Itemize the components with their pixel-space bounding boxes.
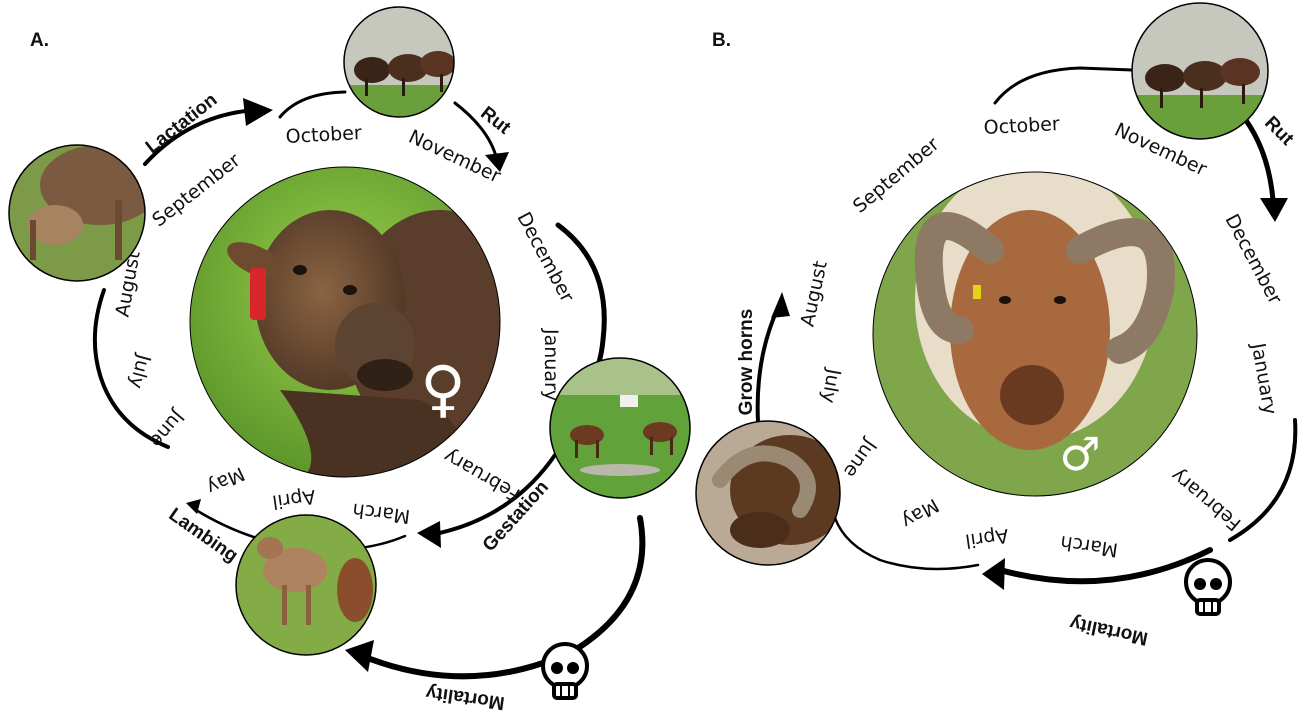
month-label: October [285, 122, 362, 148]
month-label: April [964, 524, 1010, 552]
skull-icon [1186, 560, 1230, 614]
month-label: July [817, 366, 845, 404]
phase-rut: Rut [476, 103, 514, 139]
phase-mortality: Mortality [1068, 612, 1150, 649]
ewe-portrait-photo: ♀ [185, 165, 535, 485]
lambing-photo [230, 510, 380, 660]
male-symbol: ♂ [1059, 427, 1100, 481]
month-label: August [796, 259, 831, 329]
phase-rut: Rut [1260, 112, 1298, 150]
month-label: February [440, 445, 524, 506]
grow-horns-photo [694, 420, 850, 570]
month-label: December [1220, 211, 1286, 308]
phase-mortality: Mortality [424, 681, 506, 713]
panel-a-label: A. [30, 30, 49, 51]
month-label: January [1247, 341, 1281, 417]
month-label: May [897, 494, 942, 533]
month-label: July [125, 351, 155, 391]
phase-grow-horns: Grow horns [736, 309, 757, 416]
panel-b: October November December January Februa… [694, 0, 1298, 649]
month-label: December [512, 209, 578, 306]
month-label: June [839, 434, 881, 481]
month-label: March [1059, 531, 1119, 561]
month-label: April [271, 485, 317, 513]
female-symbol: ♀ [420, 352, 465, 425]
rut-group-photo [1130, 0, 1270, 140]
gestation-photo [550, 355, 695, 500]
ram-portrait-photo: ♂ [870, 160, 1200, 500]
month-label: June [145, 405, 189, 452]
month-label: March [351, 499, 411, 528]
skull-icon [543, 644, 587, 698]
month-label: May [203, 462, 248, 499]
month-label: January [540, 328, 562, 401]
rut-group-photo [340, 5, 460, 125]
month-label: February [1167, 464, 1246, 535]
month-label: September [849, 133, 944, 217]
phase-lactation: Lactation [142, 89, 221, 158]
panel-b-label: B. [712, 30, 731, 51]
month-label: October [983, 113, 1060, 139]
panel-a: October November December January Februa… [5, 5, 695, 713]
